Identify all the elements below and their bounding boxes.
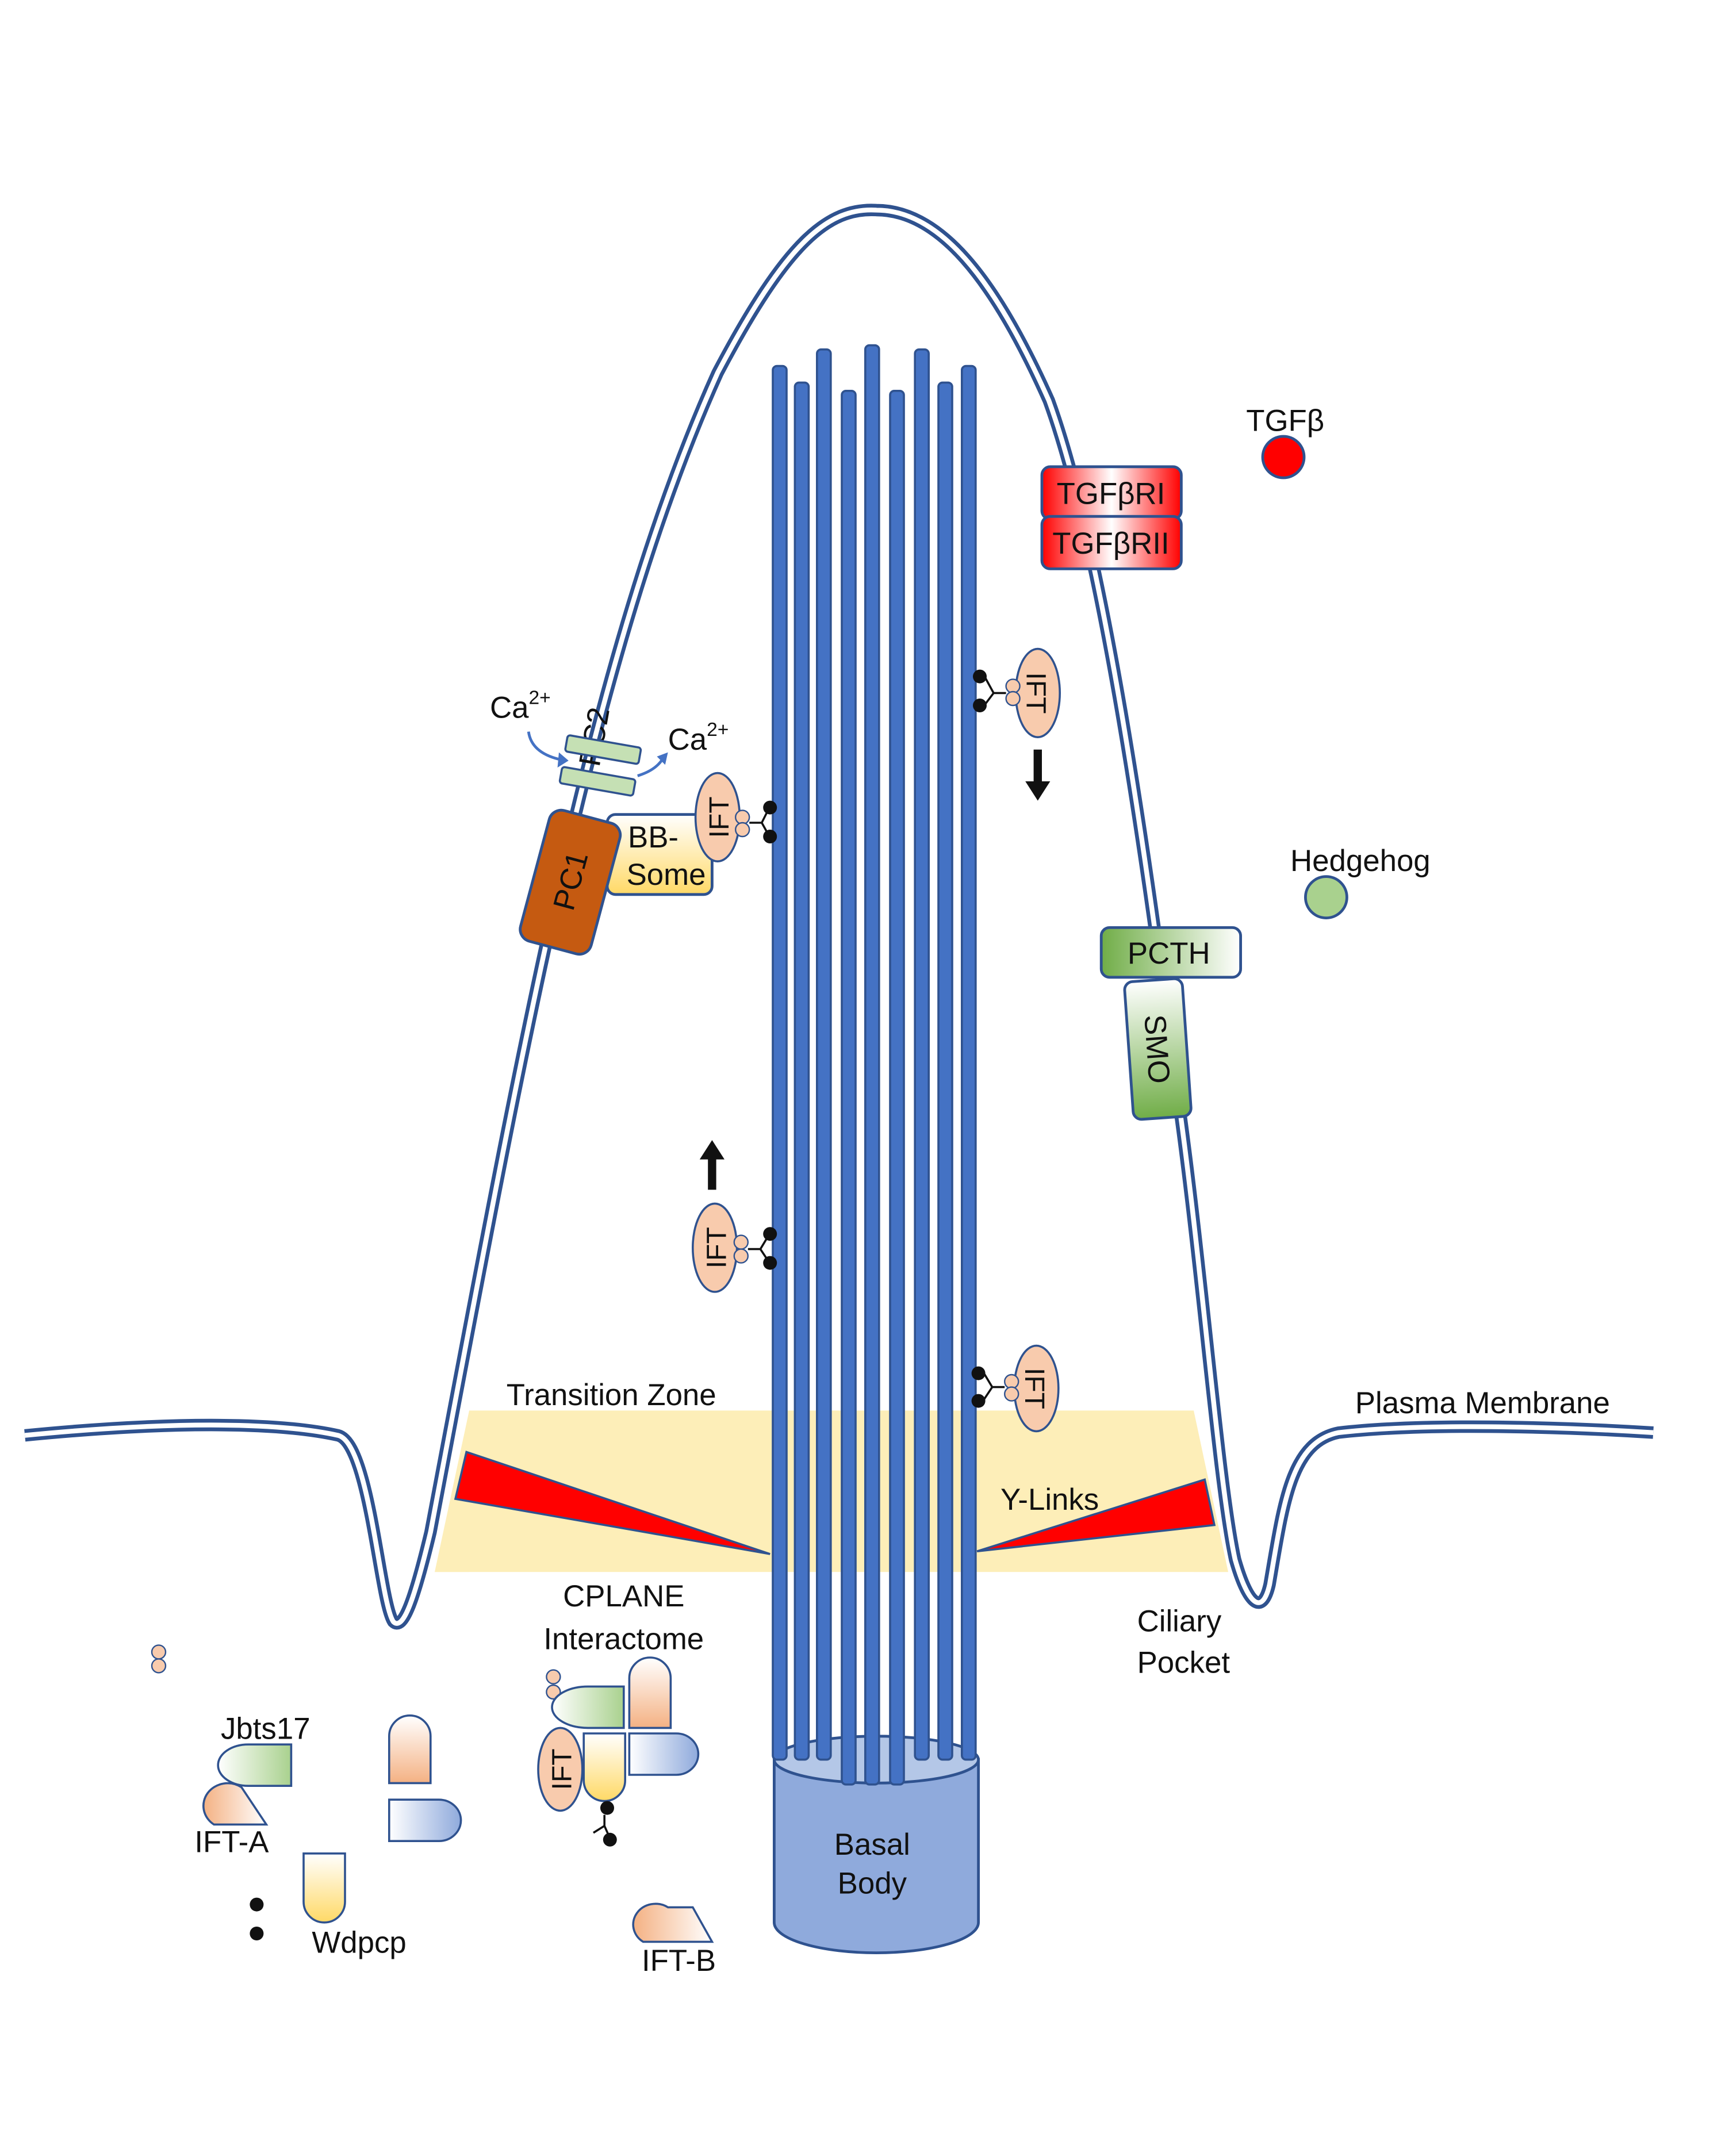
ift-b-protein — [628, 1656, 672, 1729]
microtubule — [914, 348, 930, 1761]
jbts17-label: Jbts17 — [221, 1712, 310, 1746]
cplane-label-line1: CPLANE — [563, 1579, 684, 1613]
ciliary-pocket-label-line2: Pocket — [1137, 1645, 1230, 1679]
tgfb-label: TGFβ — [1246, 404, 1324, 438]
hedgehog-label: Hedgehog — [1290, 844, 1431, 878]
smo-label: SMO — [1137, 1014, 1176, 1085]
ift-label: IFT — [547, 1748, 578, 1790]
bbsome-label-line1: BB- — [628, 820, 678, 854]
ift-train-anterograde: IFT — [692, 1202, 777, 1293]
wdpcp-label: Wdpcp — [312, 1926, 406, 1960]
wdpcp-free-protein — [302, 1852, 346, 1924]
plasma-membrane-label: Plasma Membrane — [1355, 1386, 1610, 1420]
basal-body-label-line1: Basal — [834, 1828, 910, 1862]
transition-zone-label: Transition Zone — [507, 1378, 716, 1412]
tgfb-ligand — [1261, 435, 1306, 479]
ift-train-bbsome: IFT — [694, 772, 777, 862]
jbts17-free-protein — [217, 1743, 293, 1787]
microtubule — [772, 365, 788, 1761]
ift-a-blue-protein — [628, 1732, 700, 1776]
calcium-in-arrow — [527, 731, 559, 761]
ift-label: IFT — [704, 796, 735, 838]
smo-receptor — [1123, 977, 1193, 1121]
basal-body-label-line2: Body — [838, 1866, 907, 1900]
ift-b-free-protein-lower — [632, 1902, 714, 1943]
jbts17-protein — [551, 1685, 625, 1729]
ift-label: IFT — [1021, 672, 1051, 713]
bbsome-label-line2: Some — [627, 858, 706, 892]
tgfbr1-label: TGFβRI — [1057, 477, 1166, 511]
y-link-left — [454, 1451, 770, 1555]
microtubule — [816, 348, 832, 1761]
microtubule — [841, 389, 857, 1786]
ift-label: IFT — [702, 1227, 732, 1268]
microtubule — [889, 389, 905, 1786]
pc2-channel-upper — [564, 734, 642, 765]
pcth-label: PCTH — [1128, 937, 1210, 970]
microtubule — [937, 381, 953, 1761]
tgfbr2-receptor — [1040, 515, 1183, 570]
ift-subunit-bead — [151, 1644, 167, 1660]
motor-bead — [250, 1927, 264, 1940]
calcium-in-label: Ca2+ — [490, 688, 551, 725]
cplane-interactome: IFT — [537, 1656, 700, 1847]
ift-particle — [537, 1727, 584, 1812]
pcth-receptor — [1099, 926, 1242, 979]
y-link-right — [976, 1478, 1216, 1552]
ift-a-free-protein — [202, 1782, 269, 1826]
wdpcp-protein — [582, 1732, 626, 1802]
ciliary-pocket-label-line1: Ciliary — [1137, 1604, 1222, 1638]
y-links-label: Y-Links — [1000, 1483, 1099, 1517]
ift-train-retrograde: IFT — [973, 647, 1061, 738]
ift-label: IFT — [1019, 1368, 1049, 1409]
calcium-out-arrow — [637, 758, 664, 777]
ift-train-transition-zone: IFT — [971, 1344, 1060, 1433]
ift-a-label: IFT-A — [194, 1825, 269, 1859]
ift-b-free-protein — [388, 1714, 432, 1785]
ift-subunit-bead — [546, 1669, 561, 1685]
pc2-channel-lower — [558, 766, 637, 797]
microtubule — [864, 344, 880, 1786]
ift-a-blue-free-protein — [388, 1798, 462, 1842]
retrograde-arrow — [1025, 749, 1051, 801]
hedgehog-ligand — [1304, 875, 1348, 919]
microtubule — [961, 365, 977, 1761]
ciliary-membrane — [24, 204, 1654, 1630]
anterograde-arrow — [699, 1140, 724, 1190]
motor-bead — [250, 1897, 264, 1912]
calcium-out-label: Ca2+ — [668, 719, 729, 757]
ift-b-label: IFT-B — [642, 1944, 716, 1978]
axoneme — [772, 344, 977, 1786]
tgfbr2-label: TGFβRII — [1052, 527, 1169, 561]
pc1-protein — [519, 808, 622, 956]
ift-subunit-bead — [151, 1658, 167, 1674]
cplane-label-line2: Interactome — [543, 1622, 704, 1656]
microtubule — [793, 381, 810, 1761]
